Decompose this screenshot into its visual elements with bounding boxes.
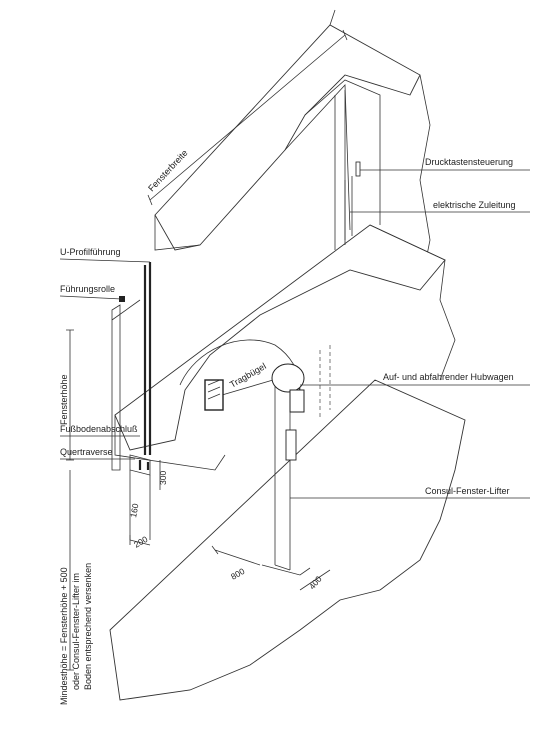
label-u-profilfuehrung: U-Profilführung bbox=[60, 247, 121, 257]
sill-front-edge bbox=[114, 224, 456, 471]
mindesthoehe-dim-line bbox=[66, 470, 74, 671]
label-mindesthoehe-1: Mindesthöhe = Fensterhöhe + 500 bbox=[59, 567, 69, 705]
d800-dim-line bbox=[211, 545, 261, 566]
fensterbreite-dim-line bbox=[147, 29, 348, 206]
label-mindesthoehe-2: oder Consul-Fenster-Lifter im bbox=[71, 573, 81, 690]
dim-200: 200 bbox=[132, 534, 150, 550]
window-sash bbox=[111, 299, 141, 471]
fensterhoehe-dim-line bbox=[66, 329, 74, 461]
leader-u-profil bbox=[59, 258, 151, 263]
carriage-block bbox=[204, 379, 224, 411]
label-fensterhoehe: Fensterhöhe bbox=[59, 374, 69, 425]
motor-unit bbox=[289, 389, 305, 413]
d400-dim-line bbox=[299, 569, 331, 591]
frame-column-1 bbox=[334, 90, 346, 250]
dashed-guide bbox=[319, 345, 331, 420]
label-fuehrungsrolle: Führungsrolle bbox=[60, 284, 115, 294]
dim-160: 160 bbox=[128, 502, 140, 518]
lintel-tiles bbox=[154, 24, 421, 251]
label-quertraverse: Quertraverse bbox=[60, 447, 113, 457]
leader-fuehrungsrolle bbox=[59, 295, 123, 300]
base-plate bbox=[261, 564, 311, 576]
window-reveal bbox=[284, 79, 381, 231]
push-button-box bbox=[355, 161, 361, 177]
label-fussbodenabschluss: Fußbodenabschluß bbox=[60, 424, 138, 434]
label-consul-fenster-lifter: Consul-Fenster-Lifter bbox=[425, 486, 510, 496]
label-hubwagen: Auf- und abfahrender Hubwagen bbox=[383, 372, 514, 382]
label-tragbuegel: Tragbügel bbox=[228, 361, 268, 390]
u-profile bbox=[143, 262, 152, 455]
d200-dim-line bbox=[129, 535, 151, 546]
control-box bbox=[285, 429, 297, 461]
carriage-hatch bbox=[207, 379, 221, 400]
beam-foot bbox=[138, 460, 150, 470]
label-drucktastensteuerung: Drucktastensteuerung bbox=[425, 157, 513, 167]
label-elektrische-zuleitung: elektrische Zuleitung bbox=[433, 200, 516, 210]
frame-column-2 bbox=[344, 176, 353, 240]
label-mindesthoehe-3: Boden entsprechend versenken bbox=[83, 563, 93, 690]
foot-column bbox=[129, 470, 151, 540]
motor-housing bbox=[271, 363, 305, 393]
floor-tiles bbox=[109, 379, 466, 701]
dim-300: 300 bbox=[158, 471, 168, 485]
